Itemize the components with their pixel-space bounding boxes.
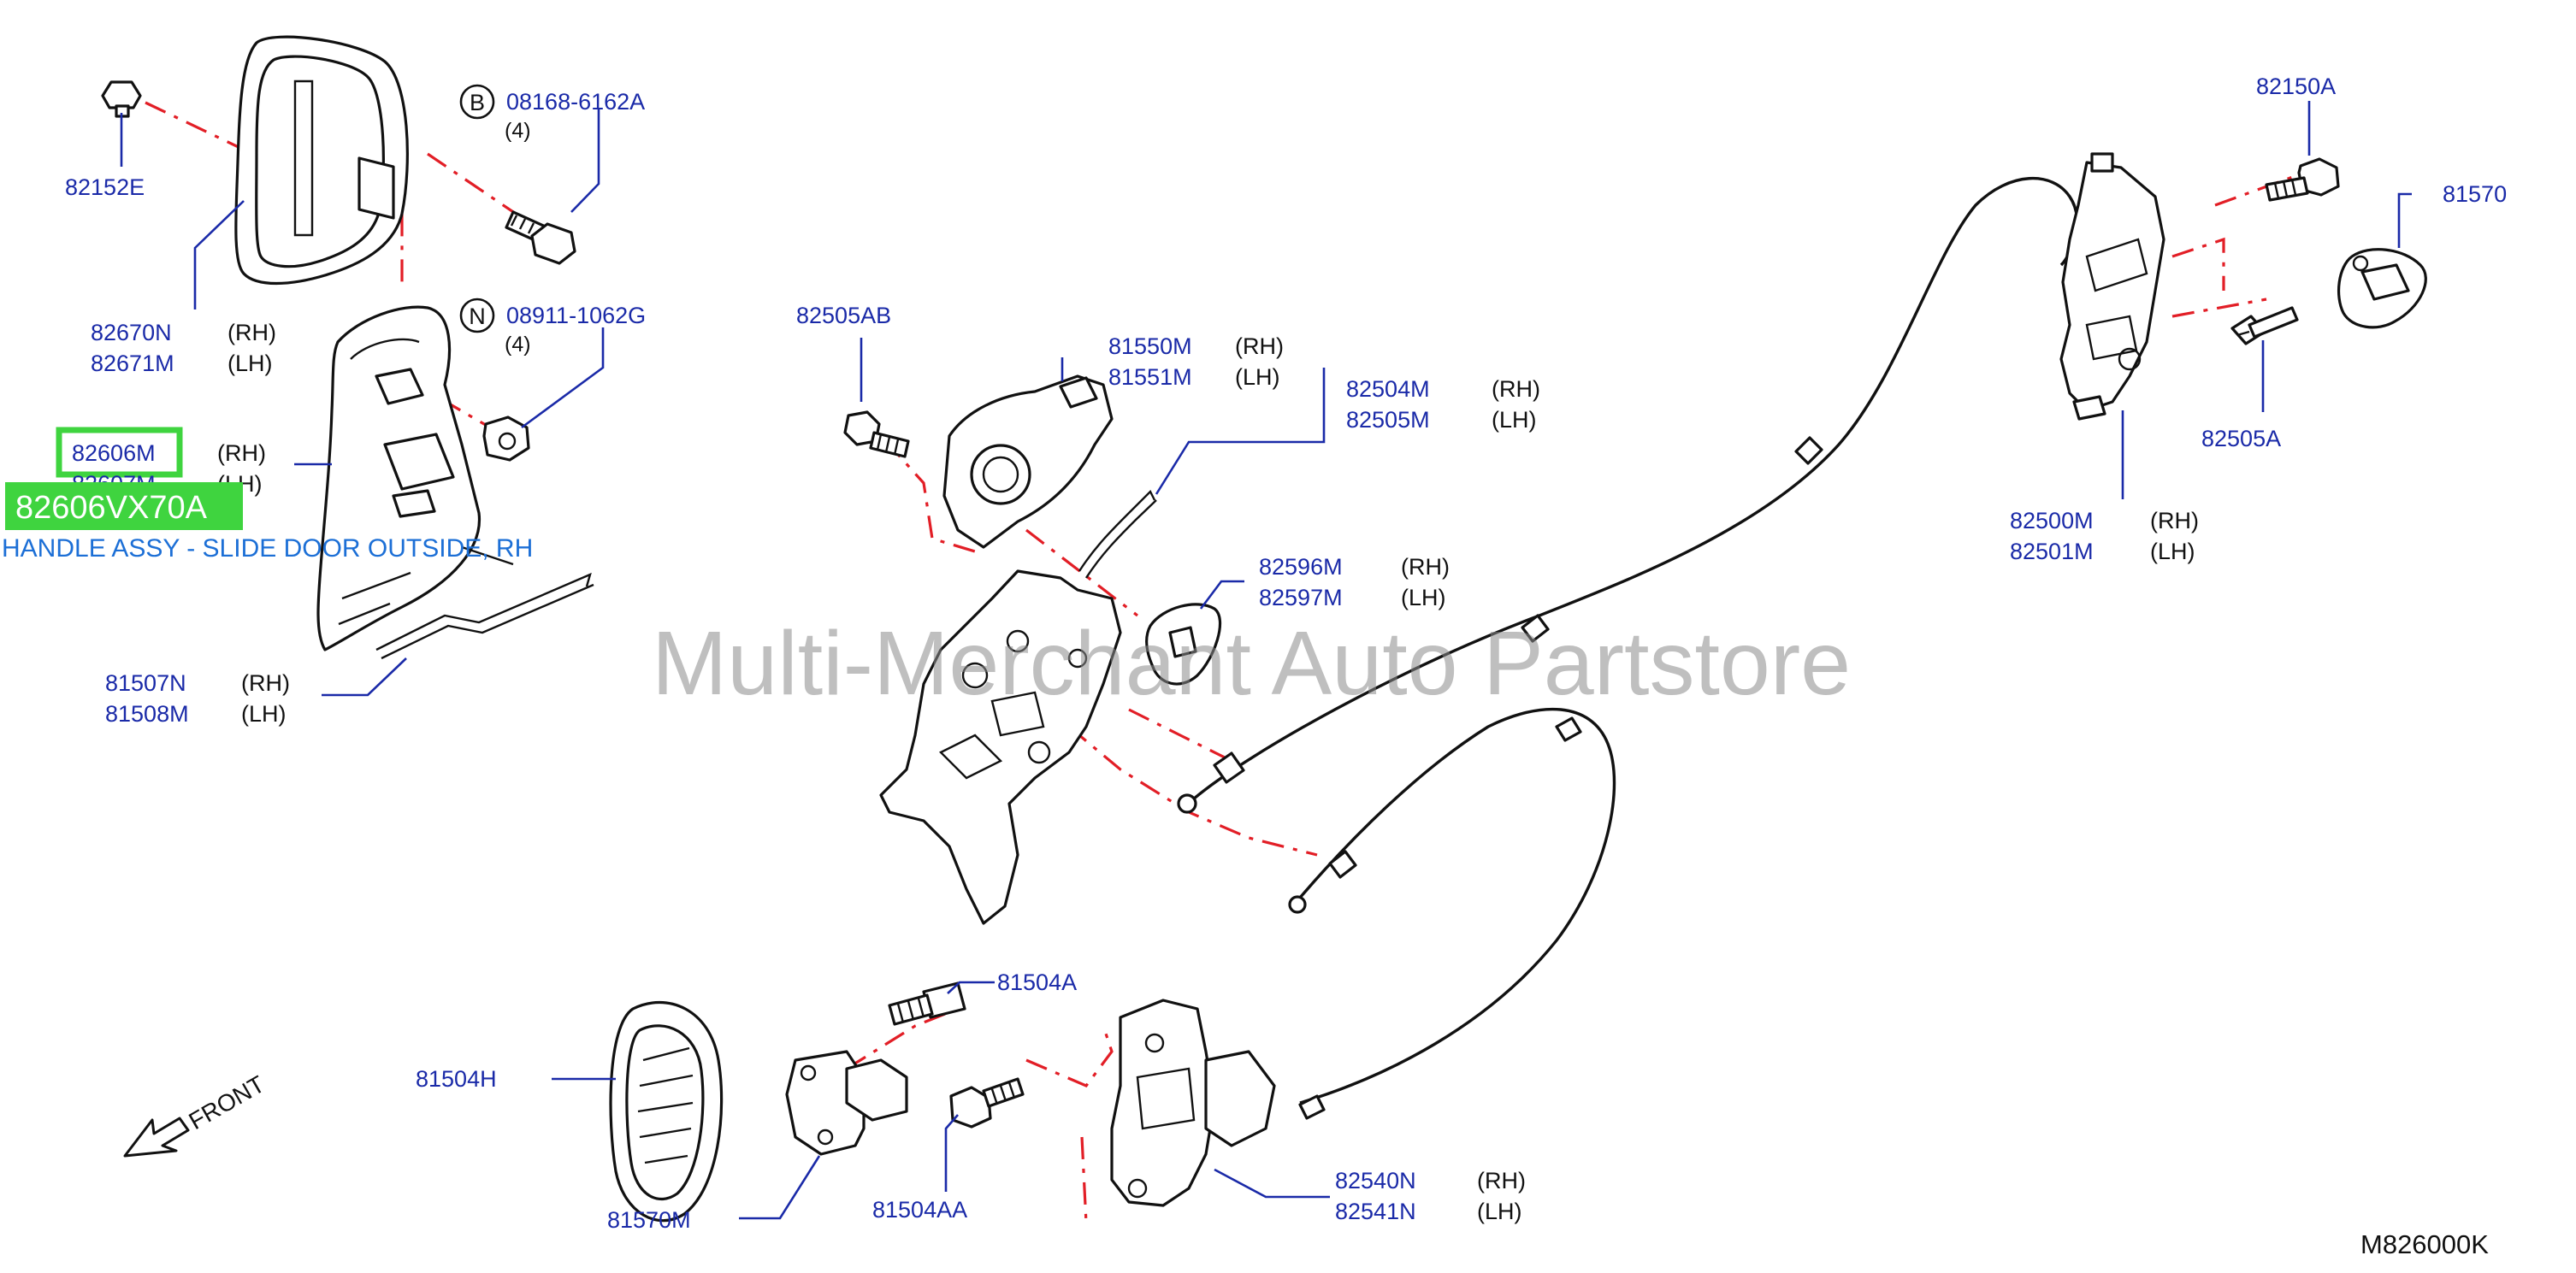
leader-lines xyxy=(120,101,2412,1220)
label-81551m: 81551M xyxy=(1108,364,1192,390)
symbol-b-circle xyxy=(459,84,495,120)
label-82505a: 82505A xyxy=(2201,426,2281,451)
symbol-b-letter: B xyxy=(470,90,485,115)
highlight-part-badge[interactable] xyxy=(5,482,243,530)
side-82505m: (LH) xyxy=(1492,407,1537,433)
label-82596m: 82596M xyxy=(1259,554,1343,580)
label-82505ab: 82505AB xyxy=(796,303,891,328)
front-direction-indicator: FRONT xyxy=(123,1070,269,1158)
side-82541n: (LH) xyxy=(1477,1199,1522,1224)
label-08911-1062g: 08911-1062G xyxy=(506,303,646,328)
centerline-cable-1 xyxy=(1067,725,1318,857)
label-82500m: 82500M xyxy=(2010,508,2094,533)
centerline-82505a xyxy=(2171,298,2267,318)
side-82504m: (RH) xyxy=(1492,376,1540,402)
label-81570m: 81570M xyxy=(607,1207,691,1233)
screw-81504a-drawing xyxy=(888,981,966,1026)
symbol-n-circle xyxy=(459,298,495,333)
side-82501m: (LH) xyxy=(2150,539,2195,564)
watermark: Multi-Merchant Auto Partstore xyxy=(652,613,1851,714)
knob-82596m-drawing xyxy=(1145,603,1222,686)
label-82540n: 82540N xyxy=(1335,1168,1416,1193)
inside-handle-bracket-drawing xyxy=(316,305,482,651)
centerline-cable-2 xyxy=(1128,708,1232,763)
bolt-82150a-drawing xyxy=(2265,157,2340,202)
side-82596m: (RH) xyxy=(1401,554,1450,580)
label-82152e: 82152E xyxy=(65,174,145,200)
figure-code: M826000K xyxy=(2360,1229,2489,1259)
label-81504aa: 81504AA xyxy=(872,1197,967,1223)
side-82597m: (LH) xyxy=(1401,585,1446,610)
label-82597m: 82597M xyxy=(1259,585,1343,610)
callout-labels: 82152E B 08168-6162A (4) 82670N (RH) 826… xyxy=(2,74,2507,1233)
grommet-81504h-drawing xyxy=(609,1000,724,1223)
label-82541n: 82541N xyxy=(1335,1199,1416,1224)
highlight-part-number[interactable]: 82606VX70A xyxy=(15,490,208,526)
side-81507n: (RH) xyxy=(241,670,290,696)
label-08168-6162a: 08168-6162A xyxy=(506,89,645,115)
bolt-82505ab-drawing xyxy=(843,410,910,458)
label-82504m: 82504M xyxy=(1346,376,1430,402)
rear-lock-82500m-drawing xyxy=(2059,152,2165,421)
bolt-81504aa-drawing xyxy=(949,1077,1025,1129)
label-82505m: 82505M xyxy=(1346,407,1430,433)
highlight-description: HANDLE ASSY - SLIDE DOOR OUTSIDE, RH xyxy=(2,534,533,563)
outside-handle-drawing xyxy=(234,35,409,286)
side-82671m: (LH) xyxy=(227,351,273,376)
upper-cable-drawing xyxy=(1177,177,2079,814)
count-08168-6162a: (4) xyxy=(505,119,531,143)
striker-plate-81570m-drawing xyxy=(785,1050,908,1156)
nut-n-drawing xyxy=(482,415,530,462)
label-81504a: 81504A xyxy=(997,969,1077,995)
symbol-n-letter: N xyxy=(469,304,486,329)
centerline-81504aa xyxy=(1025,1025,1114,1087)
side-82540n: (RH) xyxy=(1477,1168,1526,1193)
screw-82505a-drawing xyxy=(2230,306,2299,345)
side-82670n: (RH) xyxy=(227,320,276,345)
centerline-82152e xyxy=(145,101,245,151)
lower-cable-drawing xyxy=(1288,707,1616,1120)
actuator-81550m-drawing xyxy=(942,374,1114,549)
centerline-actuator xyxy=(883,439,976,553)
side-81551m: (LH) xyxy=(1235,364,1280,390)
front-label: FRONT xyxy=(185,1070,269,1135)
side-82606m: (RH) xyxy=(217,440,266,466)
side-82500m: (RH) xyxy=(2150,508,2199,533)
rod-82504m-drawing xyxy=(1078,489,1157,579)
count-08911-1062g: (4) xyxy=(505,333,531,357)
label-81550m: 81550M xyxy=(1108,333,1192,359)
center-lock-plate-drawing xyxy=(879,569,1122,925)
label-81570: 81570 xyxy=(2443,181,2507,207)
label-82501m: 82501M xyxy=(2010,539,2094,564)
bolt-b-drawing xyxy=(505,210,576,265)
label-82670n: 82670N xyxy=(91,320,172,345)
side-81508m: (LH) xyxy=(241,701,287,727)
centerline-82150a xyxy=(2214,169,2310,207)
side-81550m: (RH) xyxy=(1235,333,1284,359)
front-arrow-icon xyxy=(123,1117,190,1158)
label-82671m: 82671M xyxy=(91,351,174,376)
centerline-lower-lock xyxy=(1080,1136,1088,1223)
striker-81570-drawing xyxy=(2337,248,2427,329)
centerline-rear-lock xyxy=(2171,237,2225,291)
label-81504h: 81504H xyxy=(416,1066,497,1092)
label-81508m: 81508M xyxy=(105,701,189,727)
label-81507n: 81507N xyxy=(105,670,186,696)
highlight-box-82606m xyxy=(56,427,183,478)
lower-lock-82540n-drawing xyxy=(1110,999,1276,1207)
rod-81507n-drawing xyxy=(375,545,594,660)
label-82606m: 82606M xyxy=(72,440,156,466)
label-82150a: 82150A xyxy=(2256,74,2336,99)
bolt-82152e-drawing xyxy=(101,80,142,118)
